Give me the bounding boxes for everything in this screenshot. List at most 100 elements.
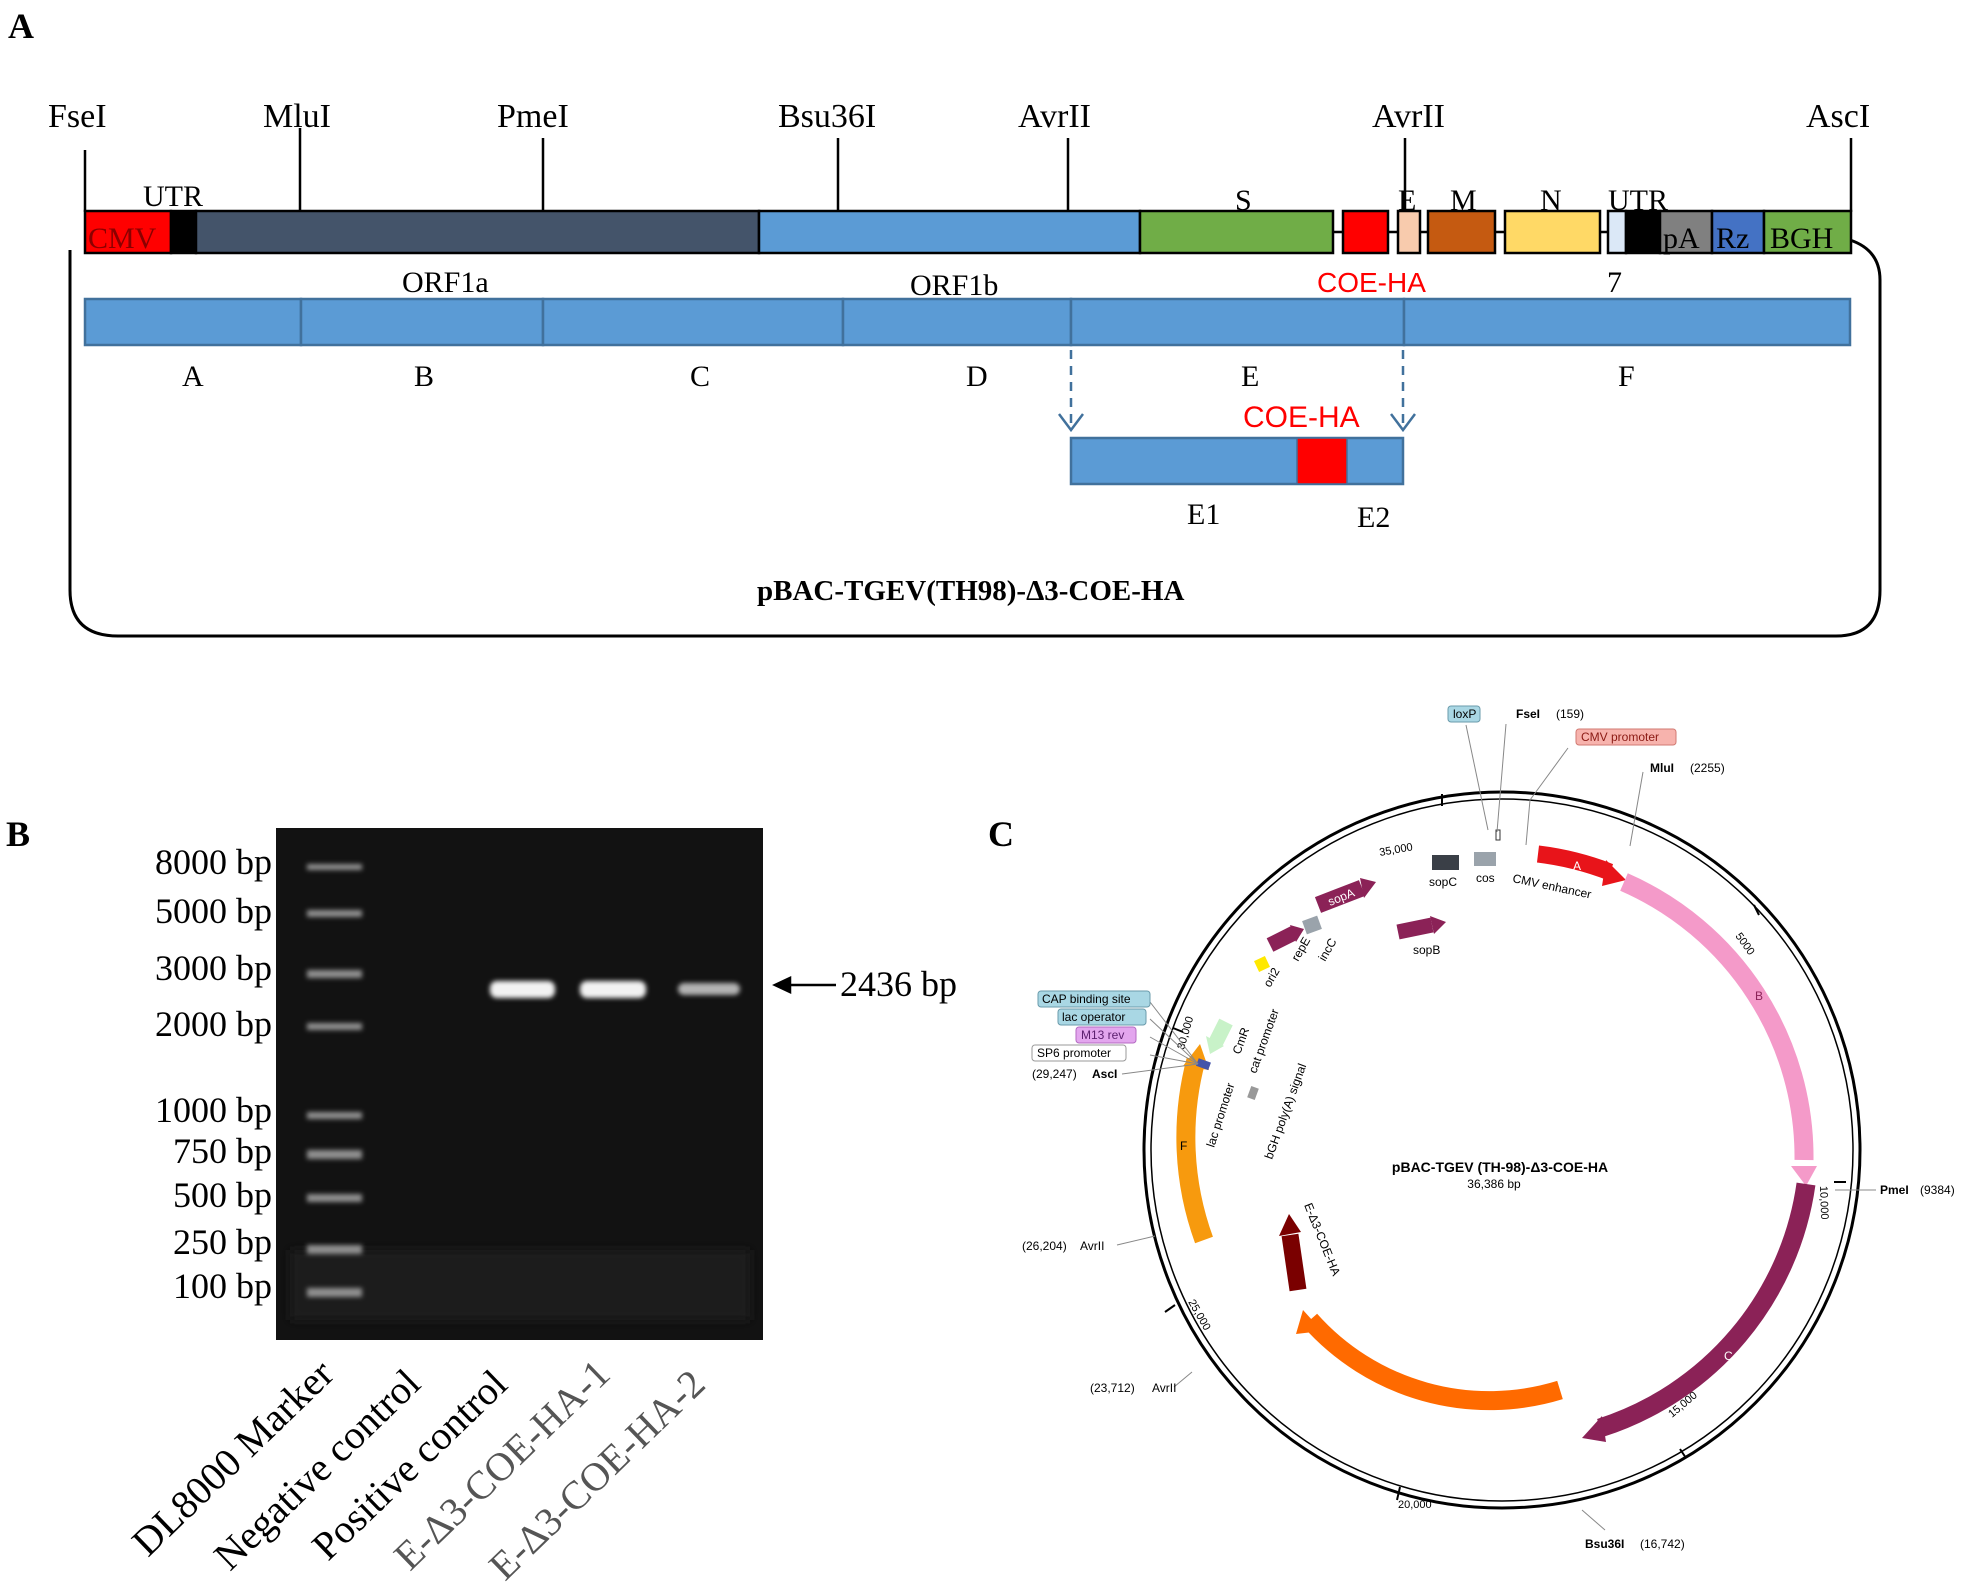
ladder-label: 1000 bp — [155, 1090, 272, 1130]
feature-cmv-enhancer: CMV enhancer — [1511, 871, 1592, 901]
leader-lines — [1116, 723, 1876, 1531]
bgh-box — [1247, 1085, 1259, 1101]
feature-incc: incC — [1315, 935, 1339, 963]
segment-n — [1503, 209, 1602, 255]
label-utr3: UTR — [1608, 184, 1668, 217]
insert-arrows — [1058, 350, 1416, 433]
construct-frame — [68, 238, 1882, 638]
band-e-coe-ha-2 — [678, 983, 740, 995]
ladder-label: 250 bp — [173, 1222, 272, 1262]
label-7: 7 — [1607, 266, 1622, 299]
label-bgh: BGH — [1770, 222, 1833, 255]
genome-map — [83, 209, 1853, 255]
c-site-asci-pos: (29,247) — [1032, 1067, 1077, 1081]
sopc-box — [1432, 855, 1459, 870]
feature-sopa: sopA — [1326, 886, 1357, 909]
label-orf1a: ORF1a — [402, 266, 489, 299]
ladder-label: 500 bp — [173, 1175, 272, 1215]
panel-label-a: A — [8, 6, 34, 46]
c-site-avrii-26204: AvrII — [1080, 1239, 1104, 1253]
marker-lane — [307, 864, 362, 1297]
plasmid-backbone — [1142, 790, 1862, 1510]
lac-box — [1195, 1058, 1211, 1071]
arrow-sopa — [1314, 880, 1366, 913]
arrow-d — [1302, 1313, 1563, 1411]
segment-m — [1426, 209, 1497, 255]
scale-tick-label: 35,000 — [1378, 841, 1413, 859]
segment-orf1b — [757, 209, 1142, 255]
c-site-avrii-23712-pos: (23,712) — [1090, 1381, 1135, 1395]
site-bsu36i: Bsu36I — [778, 98, 876, 135]
c-site-fsei-pos: (159) — [1556, 707, 1584, 721]
arrow-ori2 — [1266, 926, 1298, 952]
scale-tick-label: 10,000 — [1817, 1186, 1830, 1220]
segment-orf1a — [194, 209, 761, 255]
feature-sp6-promoter: SP6 promoter — [1037, 1046, 1111, 1060]
segment-utr5 — [169, 209, 198, 255]
site-fsei: FseI — [48, 98, 107, 135]
c-site-pmei: PmeI — [1880, 1183, 1909, 1197]
fragment-label-f: F — [1618, 360, 1635, 393]
label-pa: pA — [1663, 222, 1700, 255]
plasmid-size: 36,386 bp — [1467, 1177, 1521, 1191]
site-asci: AscI — [1806, 98, 1870, 135]
c-site-bsu36i: Bsu36I — [1585, 1537, 1624, 1551]
panel-a-site-ticks — [83, 128, 1853, 212]
feature-sopb: sopB — [1413, 943, 1440, 957]
band-positive-control — [490, 981, 555, 998]
arrow-label-b: B — [1755, 989, 1763, 1003]
fragment-bar — [83, 297, 1852, 347]
c-site-avrii-23712: AvrII — [1152, 1381, 1176, 1395]
scale-ticks — [1164, 794, 1846, 1501]
feature-bgh-polya: bGH poly(A) signal — [1262, 1062, 1310, 1161]
ladder-label: 2000 bp — [155, 1004, 272, 1044]
band-e-coe-ha-1 — [580, 981, 646, 998]
label-utr5: UTR — [143, 180, 203, 213]
ladder-label: 100 bp — [173, 1266, 272, 1306]
scale-tick-label: 20,000 — [1398, 1499, 1432, 1511]
feature-cap-binding-site: CAP binding site — [1042, 992, 1131, 1006]
feature-lac-promoter: lac promoter — [1204, 1081, 1238, 1149]
segment-coe — [1341, 209, 1390, 255]
insert-fragment — [1069, 436, 1405, 486]
arrow-b — [1620, 873, 1814, 1161]
fragment-label-e: E — [1241, 360, 1259, 393]
site-mlui: MluI — [263, 98, 331, 135]
fragment-label-c: C — [690, 360, 710, 393]
ladder-label: 5000 bp — [155, 891, 272, 931]
ori2-box — [1254, 956, 1270, 972]
label-coe-top: COE-HA — [1317, 267, 1426, 298]
construct-name: pBAC-TGEV(TH98)-Δ3-COE-HA — [757, 575, 1184, 607]
ladder-label: 750 bp — [173, 1131, 272, 1171]
site-avrii-2: AvrII — [1372, 98, 1445, 135]
gel-image — [276, 828, 763, 1340]
loxp-mark — [1495, 829, 1501, 841]
arrow-c — [1597, 1182, 1816, 1438]
label-rz: Rz — [1716, 222, 1749, 255]
plasmid-features — [1176, 829, 1817, 1442]
c-site-avrii-26204-pos: (26,204) — [1022, 1239, 1067, 1253]
insert-coe-label: COE-HA — [1243, 401, 1360, 434]
fragment-label-d: D — [966, 360, 988, 393]
arrow-cmr — [1209, 1018, 1233, 1046]
feature-sopc: sopC — [1429, 875, 1457, 889]
band-arrow — [772, 976, 836, 994]
feature-cat-promoter: cat promoter — [1246, 1007, 1282, 1075]
arrow-label-c: C — [1724, 1349, 1733, 1363]
insert-e2-label: E2 — [1357, 501, 1390, 534]
arrow-f — [1176, 1057, 1213, 1244]
label-m: M — [1450, 184, 1477, 217]
repe-box — [1302, 915, 1322, 935]
boxed-features: loxP CMV promoter CAP binding site lac o… — [1031, 705, 1677, 1062]
c-site-fsei: FseI — [1516, 707, 1540, 721]
ladder-label: 8000 bp — [155, 842, 272, 882]
segment-bgh — [1762, 209, 1853, 255]
c-site-mlui-pos: (2255) — [1690, 761, 1725, 775]
c-site-mlui: MluI — [1650, 761, 1674, 775]
feature-lac-operator: lac operator — [1062, 1010, 1125, 1024]
label-s: S — [1235, 184, 1252, 217]
label-cmv: CMV — [88, 222, 157, 255]
arrow-label-f: F — [1180, 1139, 1187, 1153]
feature-loxp: loxP — [1453, 707, 1476, 721]
plasmid-title: pBAC-TGEV (TH-98)-Δ3-COE-HA — [1392, 1159, 1608, 1175]
